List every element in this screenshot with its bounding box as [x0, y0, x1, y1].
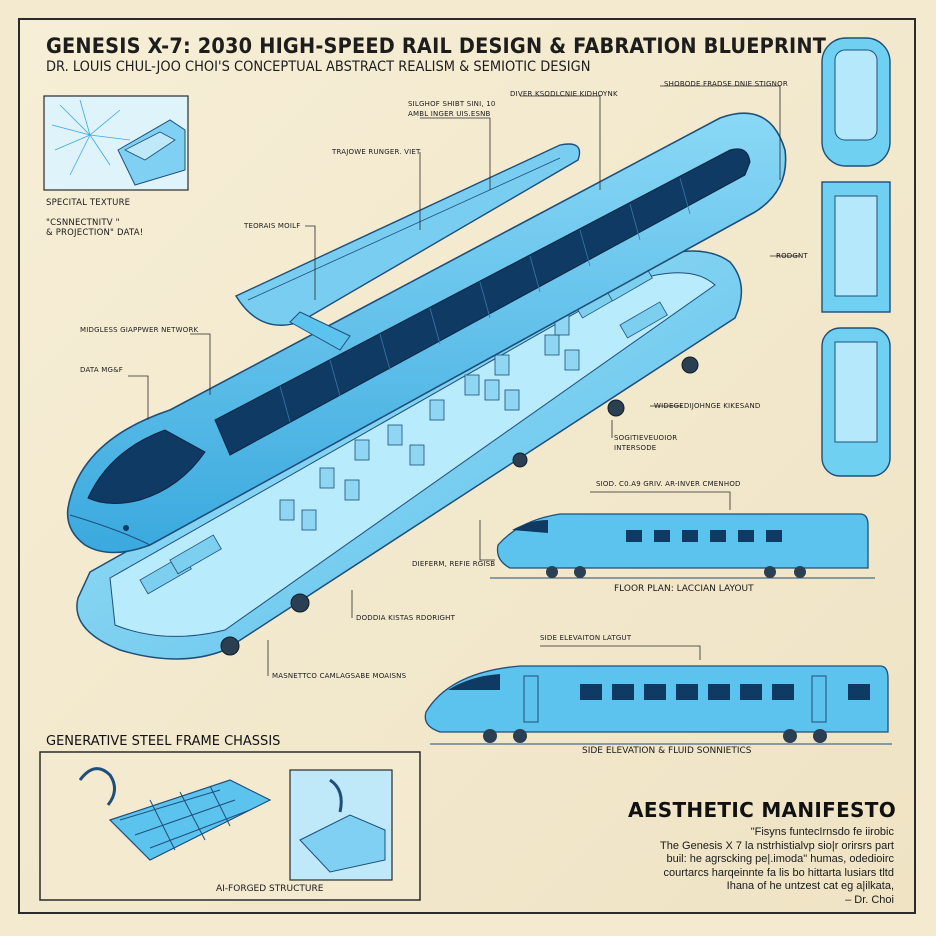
callout-interior-3: INTERSODE: [614, 444, 657, 452]
callout-roof-top-1: SILGHOF SHIBT SINI, 10: [408, 100, 496, 108]
manifesto-line: buil: he agrscking pe|.imoda" humas, ode…: [666, 853, 895, 865]
callout-network: MIDGLESS GIAPPWER NETWORK: [80, 326, 199, 334]
callout-roof-top-2: AMBL INGER UIS.ESNB: [408, 110, 491, 118]
side-elevation-caption: SIDE ELEVATION & FLUID SONNIETICS: [582, 746, 752, 756]
callout-roof-left: TRAJOWE RUNGER. VIET: [332, 148, 421, 156]
texture-label: SPECITAL TEXTURE: [46, 198, 131, 208]
texture-caption-1: "CSNNECTNITV ": [46, 218, 120, 228]
callout-plan-top: SHOBODE FRADSE DNIE STIGNOR: [664, 80, 788, 88]
callout-bogie: DODDIA KISTAS RDORIGHT: [356, 614, 456, 622]
floor-plan-train: [490, 513, 875, 579]
side-elevation-train: [424, 665, 892, 745]
manifesto-line: Ihana of he untzest cat eg a|ilkata,: [726, 880, 894, 892]
train-upper-shell: [66, 112, 787, 554]
plan-view: [821, 37, 891, 477]
callout-interior-1: WIDEGEDIJOHNGE KIKESAND: [654, 402, 761, 410]
manifesto-body: "Fisyns funtecIrnsdo fe iirobic The Gene…: [594, 826, 894, 907]
roof-panel: [234, 143, 581, 351]
manifesto-line: courtarcs harqeinnte fa lis bo hittarta …: [663, 866, 894, 879]
callout-interior-2: SOGITIEVEUOIOR: [614, 434, 678, 442]
manifesto-line: The Genesis X 7 la nstrhistialvp sio|r o…: [660, 839, 894, 852]
chassis-caption: AI-FORGED STRUCTURE: [216, 884, 324, 894]
callout-maglev: MASNETTCO CAMLAGSABE MOAISNS: [272, 672, 407, 680]
callout-plan-mid: RODGNT: [776, 252, 808, 260]
manifesto-line: "Fisyns funtecIrnsdo fe iirobic: [750, 826, 894, 838]
manifesto-signature: – Dr. Choi: [845, 893, 894, 906]
texture-panel: [43, 95, 189, 191]
manifesto-heading: AESTHETIC MANIFESTO: [628, 798, 896, 822]
chassis-panel: [39, 751, 421, 901]
chassis-heading: GENERATIVE STEEL FRAME CHASSIS: [46, 734, 281, 749]
texture-caption-2: & PROJECTION" DATA!: [46, 228, 144, 238]
floor-plan-caption: FLOOR PLAN: LACCIAN LAYOUT: [614, 584, 754, 594]
floor-plan-top-label: SIOD. C0.A9 GRIV. AR-INVER CMENHOD: [596, 480, 741, 488]
callout-roof-module: TEORAIS MOILF: [244, 222, 301, 230]
callout-roof-right: DIVER KSODLCNIE KIDHOYNK: [510, 90, 618, 98]
callout-floor-mid: DIEFERM, REFIE RGISB: [412, 560, 496, 568]
leader-lines: [128, 85, 800, 676]
cabin-seats: [279, 314, 580, 531]
page-title: GENESIS X-7: 2030 HIGH-SPEED RAIL DESIGN…: [46, 34, 827, 58]
page-subtitle: DR. LOUIS CHUL-JOO CHOI'S CONCEPTUAL ABS…: [46, 59, 591, 75]
side-elevation-top-label: SIDE ELEVAITON LATGUT: [540, 634, 632, 642]
callout-data: DATA MG&F: [80, 366, 124, 374]
